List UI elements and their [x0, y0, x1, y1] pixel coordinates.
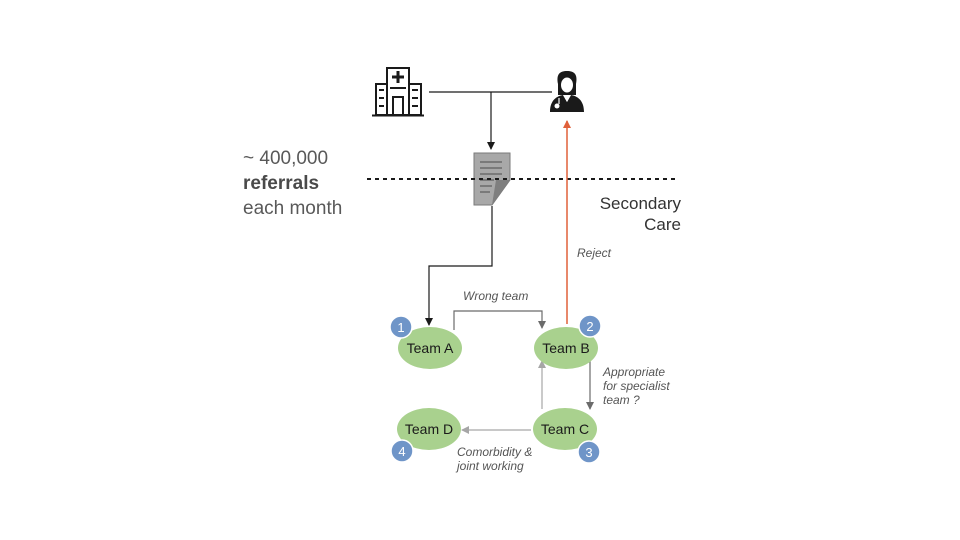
wrong-team-arrow [453, 310, 546, 330]
referral-document-icon [473, 152, 511, 206]
referrals-word: referrals [243, 173, 320, 194]
team-a-node: Team A 1 [389, 315, 462, 369]
team-label: Team B [542, 340, 589, 356]
reject-label: Reject [577, 246, 612, 260]
secondary-care-line1: Secondary [599, 194, 681, 213]
document-to-team-a-arrow [425, 206, 493, 326]
appropriate-label: Appropriate for specialist team ? [603, 365, 670, 407]
comorbidity-label: Comorbidity & joint working [457, 445, 533, 473]
referrals-period: each month [243, 198, 343, 219]
hospital-icon [372, 67, 424, 117]
wrong-team-label: Wrong team [463, 289, 529, 303]
doctor-icon [550, 71, 584, 112]
team-number-badge: 3 [585, 445, 592, 460]
team-label: Team D [405, 421, 453, 437]
referrals-count: ~ 400,000 [243, 148, 329, 169]
team-number-badge: 2 [586, 319, 593, 334]
team-b-node: Team B 2 [534, 314, 602, 369]
team-label: Team A [407, 340, 454, 356]
team-c-node: Team C 3 [533, 408, 601, 464]
secondary-care-line2: Care [644, 215, 681, 234]
secondary-care-label: Secondary Care [560, 193, 681, 235]
team-number-badge: 4 [398, 444, 405, 459]
team-number-badge: 1 [397, 320, 404, 335]
referrals-per-month-label: ~ 400,000 referrals each month [243, 146, 342, 221]
team-d-node: Team D 4 [390, 408, 461, 463]
team-label: Team C [541, 421, 589, 437]
